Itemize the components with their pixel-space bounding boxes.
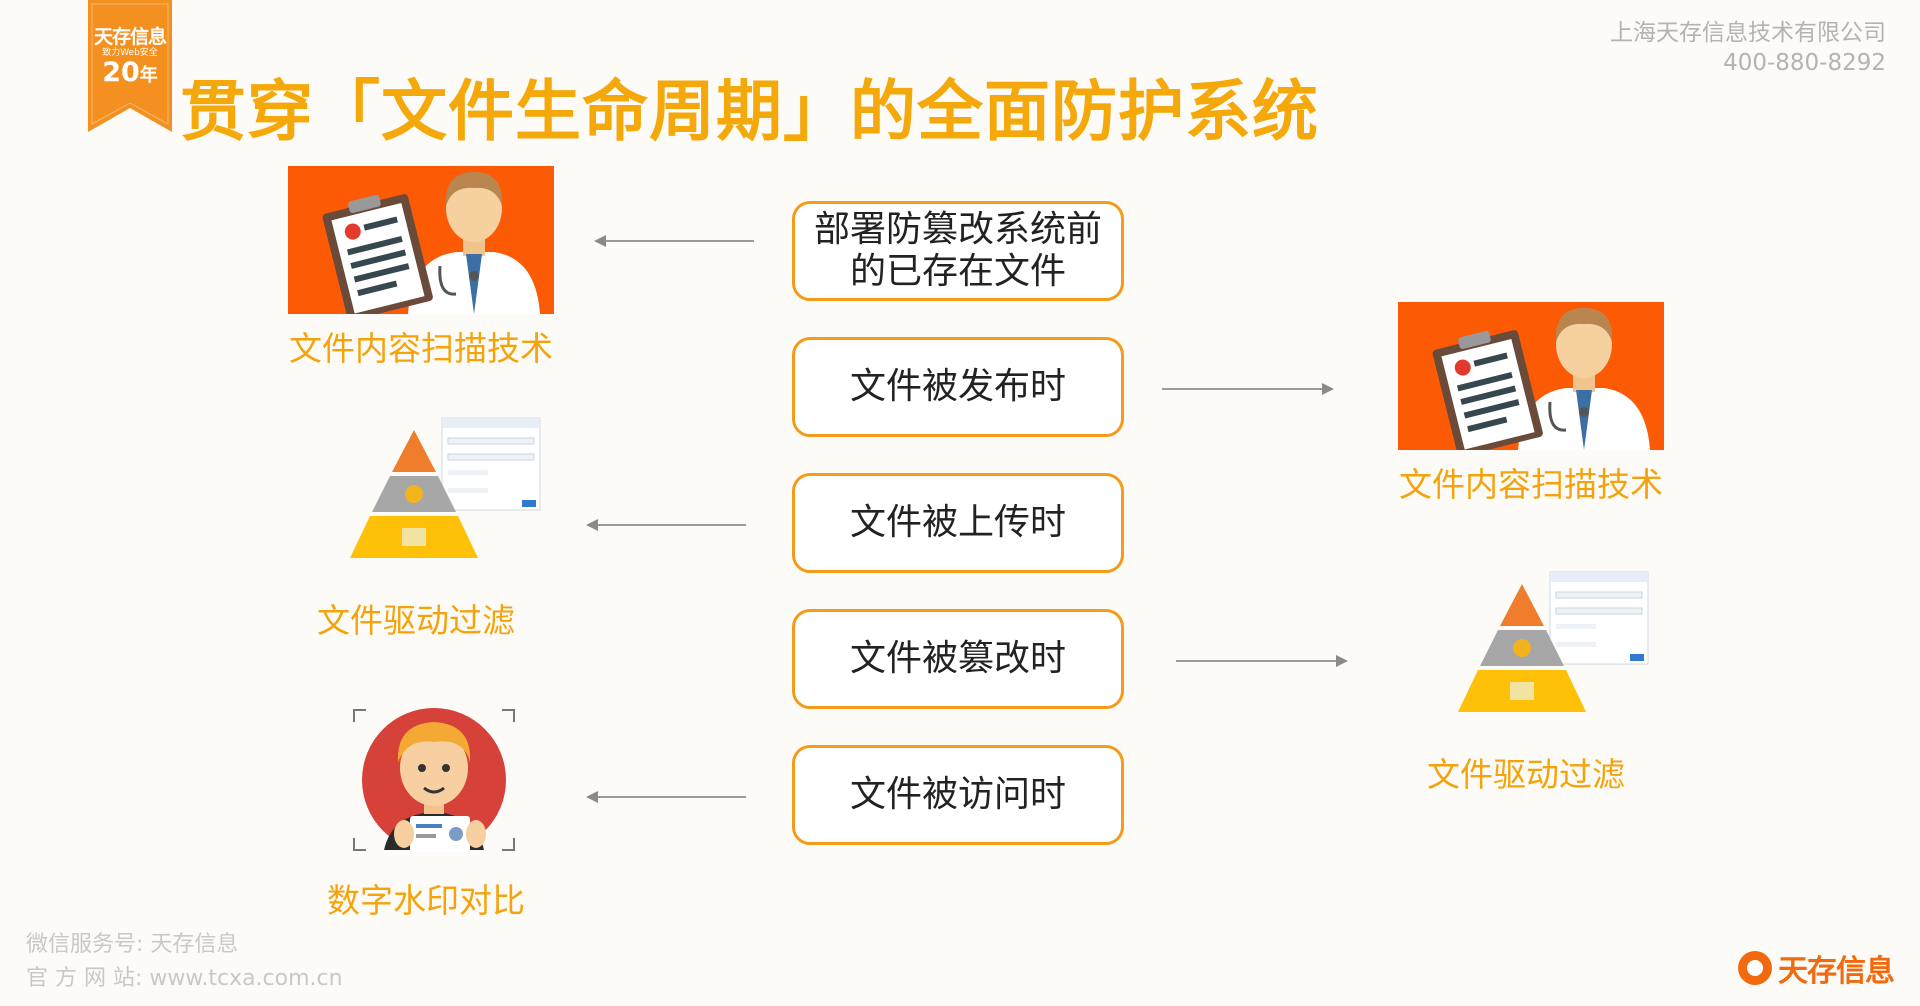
- stage-preexisting-files: 部署防篡改系统前的已存在文件: [792, 201, 1124, 301]
- stage-label: 文件被发布时: [849, 366, 1066, 407]
- tech-label-content-scan: 文件内容扫描技术: [289, 329, 553, 368]
- doctor-clipboard-icon: [1398, 302, 1664, 450]
- arrow-right-icon: [1162, 383, 1334, 395]
- brand-logo: 天存信息: [1738, 946, 1895, 990]
- tech-label-content-scan: 文件内容扫描技术: [1399, 465, 1663, 504]
- badge-brand: 天存信息: [93, 26, 167, 48]
- badge-tagline: 致力Web安全: [102, 48, 158, 58]
- pyramid-filter-icon: [1440, 570, 1650, 736]
- badge-years: 20年: [102, 57, 158, 88]
- arrow-left-icon: [586, 519, 746, 531]
- company-phone: 400-880-8292: [1723, 50, 1886, 76]
- brand-badge: 天存信息 致力Web安全 20年: [88, 0, 172, 132]
- doctor-clipboard-icon: [288, 166, 554, 314]
- footer-website: 官 方 网 站: www.tcxa.com.cn: [26, 966, 343, 991]
- brand-logo-icon: [1738, 951, 1772, 985]
- portrait-id-card-icon: [348, 706, 520, 854]
- tech-label-driver-filter: 文件驱动过滤: [1427, 755, 1625, 794]
- tech-label-watermark: 数字水印对比: [327, 881, 525, 920]
- stage-file-published: 文件被发布时: [792, 337, 1124, 437]
- stage-label: 文件被上传时: [849, 502, 1066, 543]
- company-info: 上海天存信息技术有限公司 400-880-8292: [1610, 18, 1886, 78]
- stage-file-uploaded: 文件被上传时: [792, 473, 1124, 573]
- brand-logo-text: 天存信息: [1778, 954, 1895, 989]
- footer-contact: 微信服务号: 天存信息 官 方 网 站: www.tcxa.com.cn: [26, 928, 343, 996]
- arrow-right-icon: [1176, 655, 1348, 667]
- tech-label-driver-filter: 文件驱动过滤: [317, 601, 515, 640]
- ribbon-badge-shape: [88, 0, 172, 132]
- stage-file-tampered: 文件被篡改时: [792, 609, 1124, 709]
- stage-file-accessed: 文件被访问时: [792, 745, 1124, 845]
- arrow-left-icon: [586, 791, 746, 803]
- footer-wechat: 微信服务号: 天存信息: [26, 932, 239, 957]
- stage-label: 文件被篡改时: [849, 638, 1066, 679]
- company-name: 上海天存信息技术有限公司: [1610, 20, 1886, 46]
- stage-label: 部署防篡改系统前: [813, 209, 1102, 250]
- arrow-left-icon: [594, 235, 754, 247]
- stage-label: 的已存在文件: [849, 251, 1066, 292]
- stage-label: 文件被访问时: [849, 774, 1066, 815]
- pyramid-filter-icon: [332, 416, 542, 582]
- page-title: 贯穿「文件生命周期」的全面防护系统: [180, 73, 1319, 150]
